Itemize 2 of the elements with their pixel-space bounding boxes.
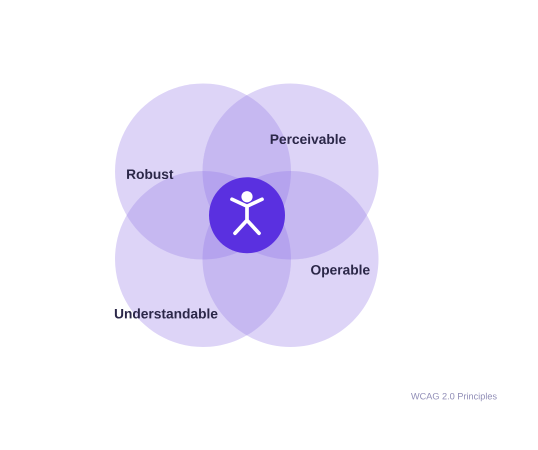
caption: WCAG 2.0 Principles — [411, 392, 497, 402]
node-label: Robust — [127, 168, 174, 180]
